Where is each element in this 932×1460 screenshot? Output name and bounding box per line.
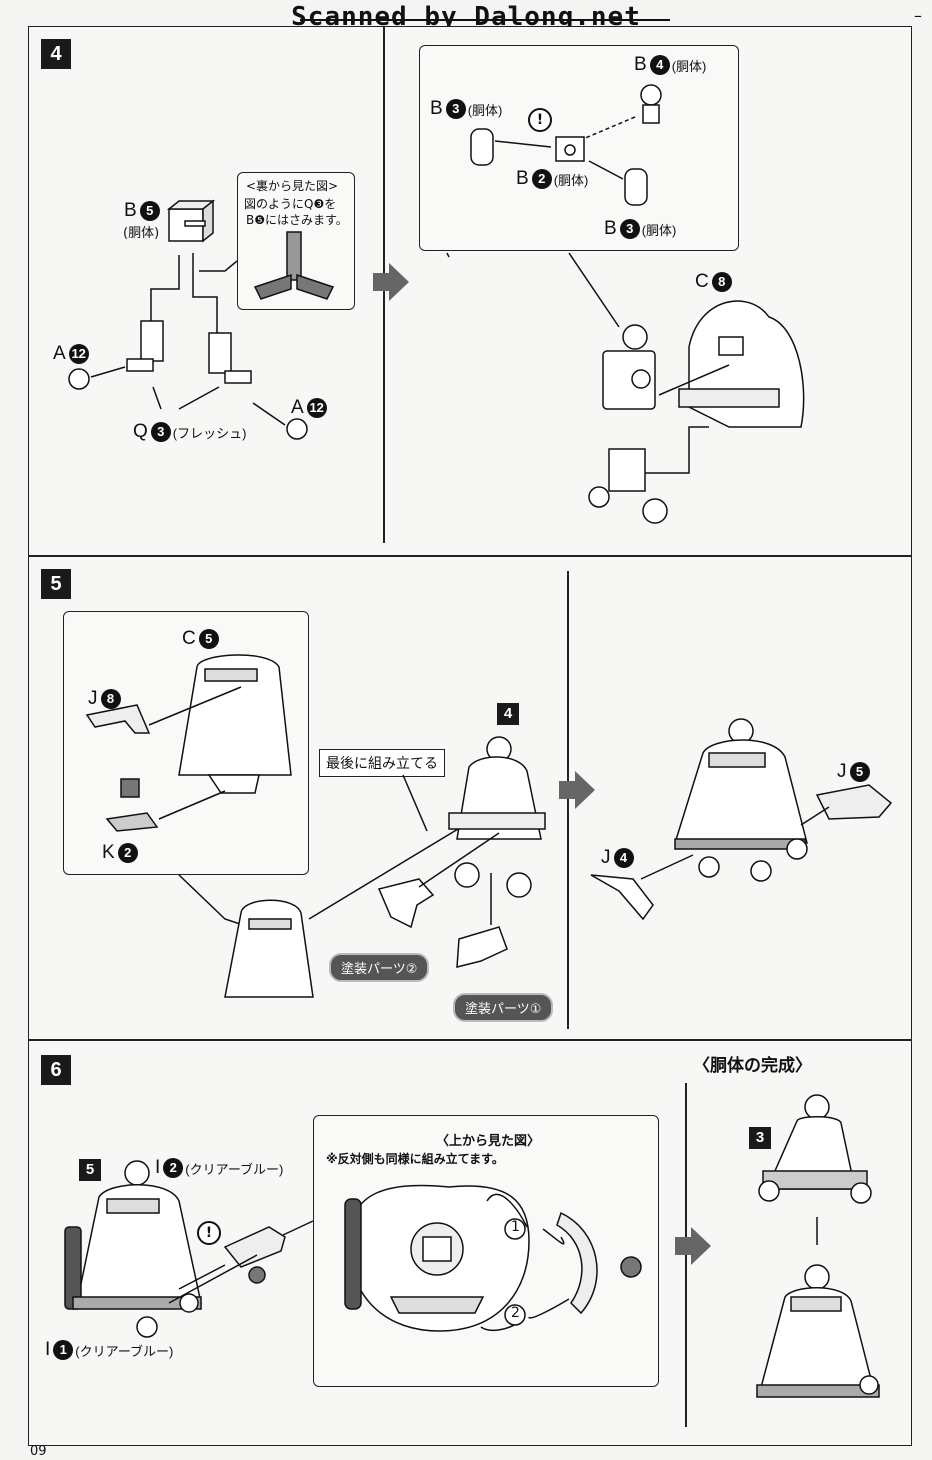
exclamation-icon: !	[528, 108, 552, 132]
step-4-drawings	[68, 84, 805, 524]
step-5-reference-badge: 5	[79, 1159, 101, 1181]
page-number: 09	[30, 1444, 47, 1459]
right-arrow-icon	[675, 1227, 711, 1265]
paint-part-1-label: 塗装パーツ①	[453, 993, 554, 1022]
step-5-badge: 5	[41, 569, 71, 599]
order-1-marker	[504, 1218, 526, 1240]
banner-strike	[300, 19, 670, 21]
label-b5-note: (胴体)	[123, 226, 160, 241]
step-5-drawings	[85, 654, 893, 998]
right-arrow-icon	[559, 771, 595, 809]
completed-torso-title: 〈胴体の完成〉	[693, 1056, 812, 1076]
step-6-drawings	[64, 1094, 880, 1398]
back-view-title: <裏から見た図>	[246, 179, 339, 193]
exclamation-icon: !	[197, 1221, 221, 1245]
top-view-title: 〈上から見た図〉	[436, 1134, 541, 1149]
step-4-reference-badge: 4	[497, 703, 519, 725]
top-view-note: ※反対側も同様に組み立てます。	[326, 1152, 504, 1166]
back-view-line2: B❺にはさみます。	[246, 213, 348, 227]
right-arrow-icon	[373, 263, 409, 301]
corner-mark: –	[914, 6, 922, 25]
back-view-line1: 図のようにQ❸を	[244, 197, 337, 211]
step-4-badge: 4	[41, 39, 71, 69]
step-6-divider	[685, 1083, 687, 1427]
step-6-badge: 6	[41, 1055, 71, 1085]
order-2-marker	[504, 1304, 526, 1326]
assemble-last-label: 最後に組み立てる	[319, 749, 445, 777]
step-5-divider	[567, 571, 569, 1029]
step-3-reference-badge: 3	[749, 1127, 771, 1149]
order-2-text: 2	[511, 1305, 520, 1321]
order-1-text: 1	[511, 1219, 520, 1235]
paint-part-2-label: 塗装パーツ②	[329, 953, 430, 982]
